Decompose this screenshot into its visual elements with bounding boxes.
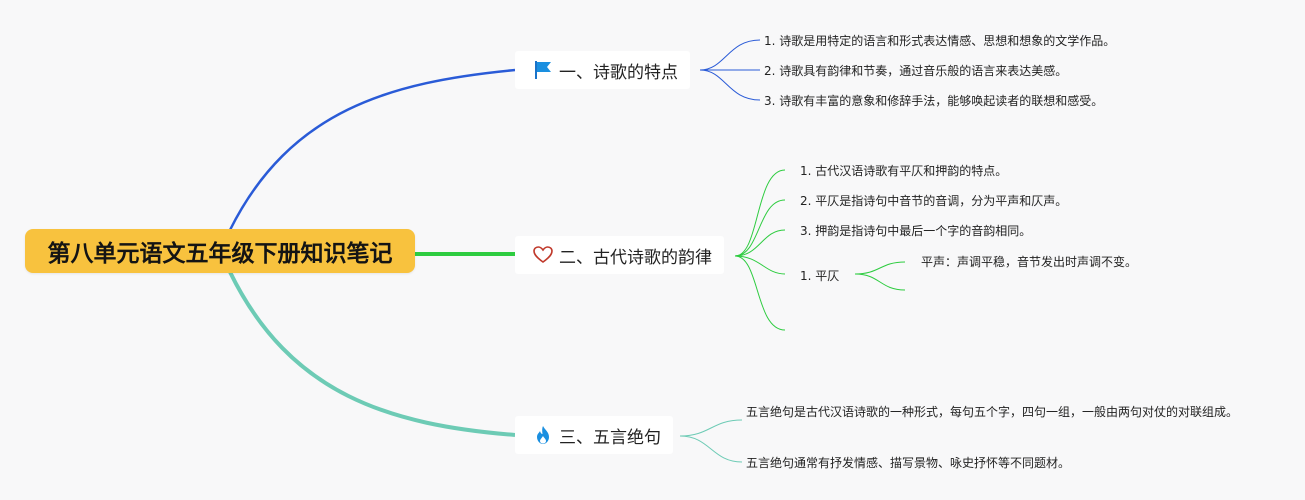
leaf-item: 1. 诗歌是用特定的语言和形式表达情感、思想和想象的文学作品。 xyxy=(764,34,1116,48)
branch-ancient-poetry-rhythm[interactable]: 二、古代诗歌的韵律 xyxy=(515,236,724,274)
leaf-item-pingze: 1. 平仄 xyxy=(800,269,840,283)
flag-icon xyxy=(533,60,553,80)
leaf-connectors-1 xyxy=(699,39,761,101)
sub-leaf-item: 平声：声调平稳，音节发出时声调不变。 xyxy=(921,255,1138,269)
leaf-connectors-2 xyxy=(734,169,906,331)
leaf-item: 3. 诗歌有丰富的意象和修辞手法，能够唤起读者的联想和感受。 xyxy=(764,94,1104,108)
leaf-connectors-3 xyxy=(679,419,743,463)
branch-title: 三、五言绝句 xyxy=(559,427,661,448)
leaf-item: 2. 平仄是指诗句中音节的音调，分为平声和仄声。 xyxy=(800,194,1068,208)
leaf-item: 1. 古代汉语诗歌有平仄和押韵的特点。 xyxy=(800,164,1008,178)
branch-title: 一、诗歌的特点 xyxy=(559,62,678,83)
root-title: 第八单元语文五年级下册知识笔记 xyxy=(47,241,393,267)
connector-branch-1 xyxy=(228,68,516,231)
connector-branch-3 xyxy=(228,271,516,437)
leaf-item: 2. 诗歌具有韵律和节奏，通过音乐般的语言来表达美感。 xyxy=(764,64,1068,78)
branch-five-char-quatrain[interactable]: 三、五言绝句 xyxy=(515,416,673,454)
leaf-item: 3. 押韵是指诗句中最后一个字的音韵相同。 xyxy=(800,224,1032,238)
root-topic[interactable]: 第八单元语文五年级下册知识笔记 xyxy=(25,229,415,273)
leaf-item: 五言绝句是古代汉语诗歌的一种形式，每句五个字，四句一组，一般由两句对仗的对联组成… xyxy=(746,405,1239,419)
leaf-item: 五言绝句通常有抒发情感、描写景物、咏史抒怀等不同题材。 xyxy=(746,456,1071,470)
branch-title: 二、古代诗歌的韵律 xyxy=(559,247,712,268)
branch-poetry-features[interactable]: 一、诗歌的特点 xyxy=(515,51,690,89)
heart-icon xyxy=(533,245,553,265)
flame-icon xyxy=(533,425,553,445)
